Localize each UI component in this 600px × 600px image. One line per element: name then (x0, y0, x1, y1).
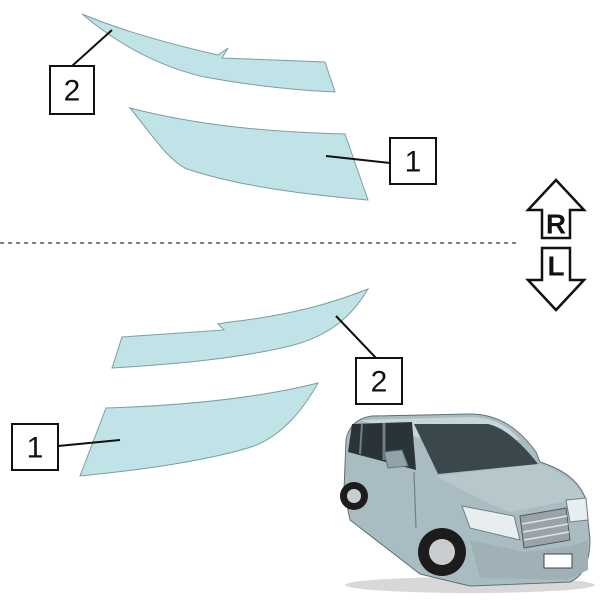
right-label-2-text: 2 (64, 75, 81, 108)
right-leader-2 (71, 29, 113, 67)
right-label-1-text: 1 (405, 146, 422, 179)
left-film-piece-1 (79, 382, 320, 477)
grille-bar-2 (522, 523, 569, 533)
left-indicator-letter: L (547, 251, 564, 282)
left-label-2-box (355, 357, 403, 405)
minivan-image (340, 413, 595, 593)
right-side-group: 2 1 (49, 13, 437, 201)
van-mirror (383, 449, 409, 469)
right-film-piece-1 (128, 107, 369, 201)
van-wheel-front-rim (429, 539, 455, 565)
van-headlight-left (461, 505, 521, 541)
van-wheel-rear-rim (347, 489, 361, 503)
van-bumper (470, 540, 588, 580)
up-arrow-icon (525, 178, 587, 240)
right-label-2-box (49, 65, 95, 115)
grille-bar-1 (521, 515, 568, 525)
left-label-1-box (11, 423, 59, 471)
left-leader-1 (57, 439, 121, 447)
right-leader-1 (325, 155, 391, 164)
license-plate (543, 553, 573, 569)
right-indicator-letter: R (546, 209, 566, 240)
door-seam (413, 471, 417, 529)
window-pillar (359, 423, 363, 455)
right-label-1-box (389, 137, 437, 185)
van-hood (436, 464, 584, 512)
van-windshield (414, 424, 538, 474)
side-indicator: R L (525, 178, 587, 312)
grille-bar-3 (523, 531, 570, 541)
left-film-piece-2 (111, 288, 370, 369)
left-label-2-text: 2 (371, 366, 388, 399)
left-leader-2 (335, 315, 377, 359)
van-headlight-right (565, 497, 589, 523)
down-arrow-icon (525, 246, 587, 312)
left-side-group: 2 1 (11, 288, 403, 477)
right-film-piece-2 (81, 13, 336, 93)
left-label-1-text: 1 (27, 432, 44, 465)
